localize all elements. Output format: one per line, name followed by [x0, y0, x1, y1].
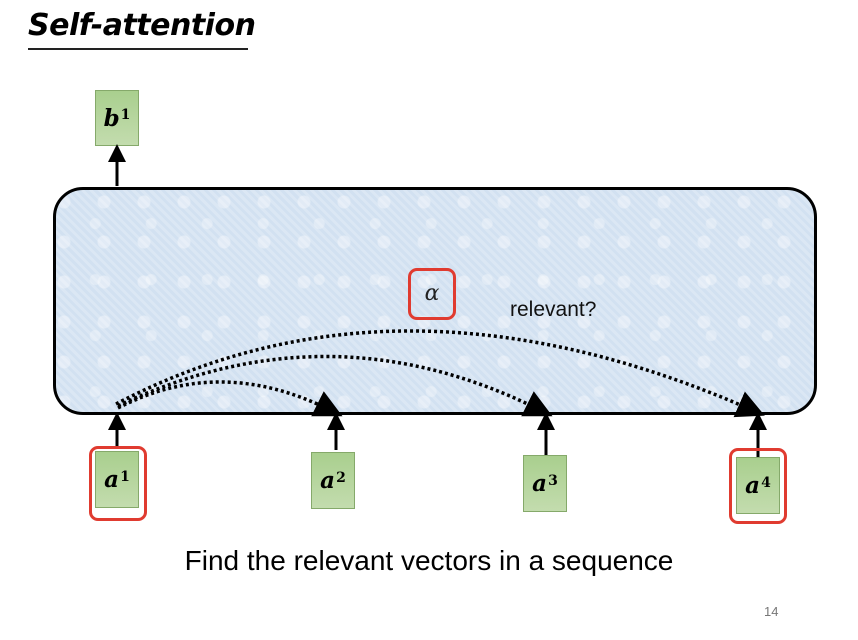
input-vector-index: 2 — [336, 469, 346, 486]
attention-arc-a1-a2 — [117, 380, 343, 417]
input-a1-highlight-box — [89, 446, 147, 521]
self-attention-block — [53, 187, 817, 415]
relevant-question-label: relevant? — [510, 298, 597, 321]
input-vector-index: 3 — [548, 472, 558, 489]
input-vector-label: a — [104, 466, 120, 493]
attention-score: α — [408, 268, 456, 318]
input-a4-highlight-box — [729, 448, 787, 524]
input-vector-label: a — [745, 472, 761, 499]
alpha-symbol: α — [424, 280, 440, 306]
output-vector-label: b — [103, 104, 120, 132]
input-vector-index: 1 — [120, 468, 130, 485]
input-vector-label: a — [532, 470, 548, 497]
input-vector-label: a — [320, 467, 336, 494]
title-underline — [28, 48, 248, 50]
slide-caption: Find the relevant vectors in a sequence — [184, 545, 674, 576]
output-vector-index: 1 — [120, 107, 131, 123]
page-number: 14 — [764, 604, 779, 619]
slide-title: Self-attention — [28, 8, 256, 43]
alpha-highlight-box — [408, 268, 456, 320]
attention-arc-a1-a3 — [117, 354, 553, 417]
attention-arc-a1-a4 — [115, 329, 765, 418]
input-vector-index: 4 — [761, 474, 771, 491]
